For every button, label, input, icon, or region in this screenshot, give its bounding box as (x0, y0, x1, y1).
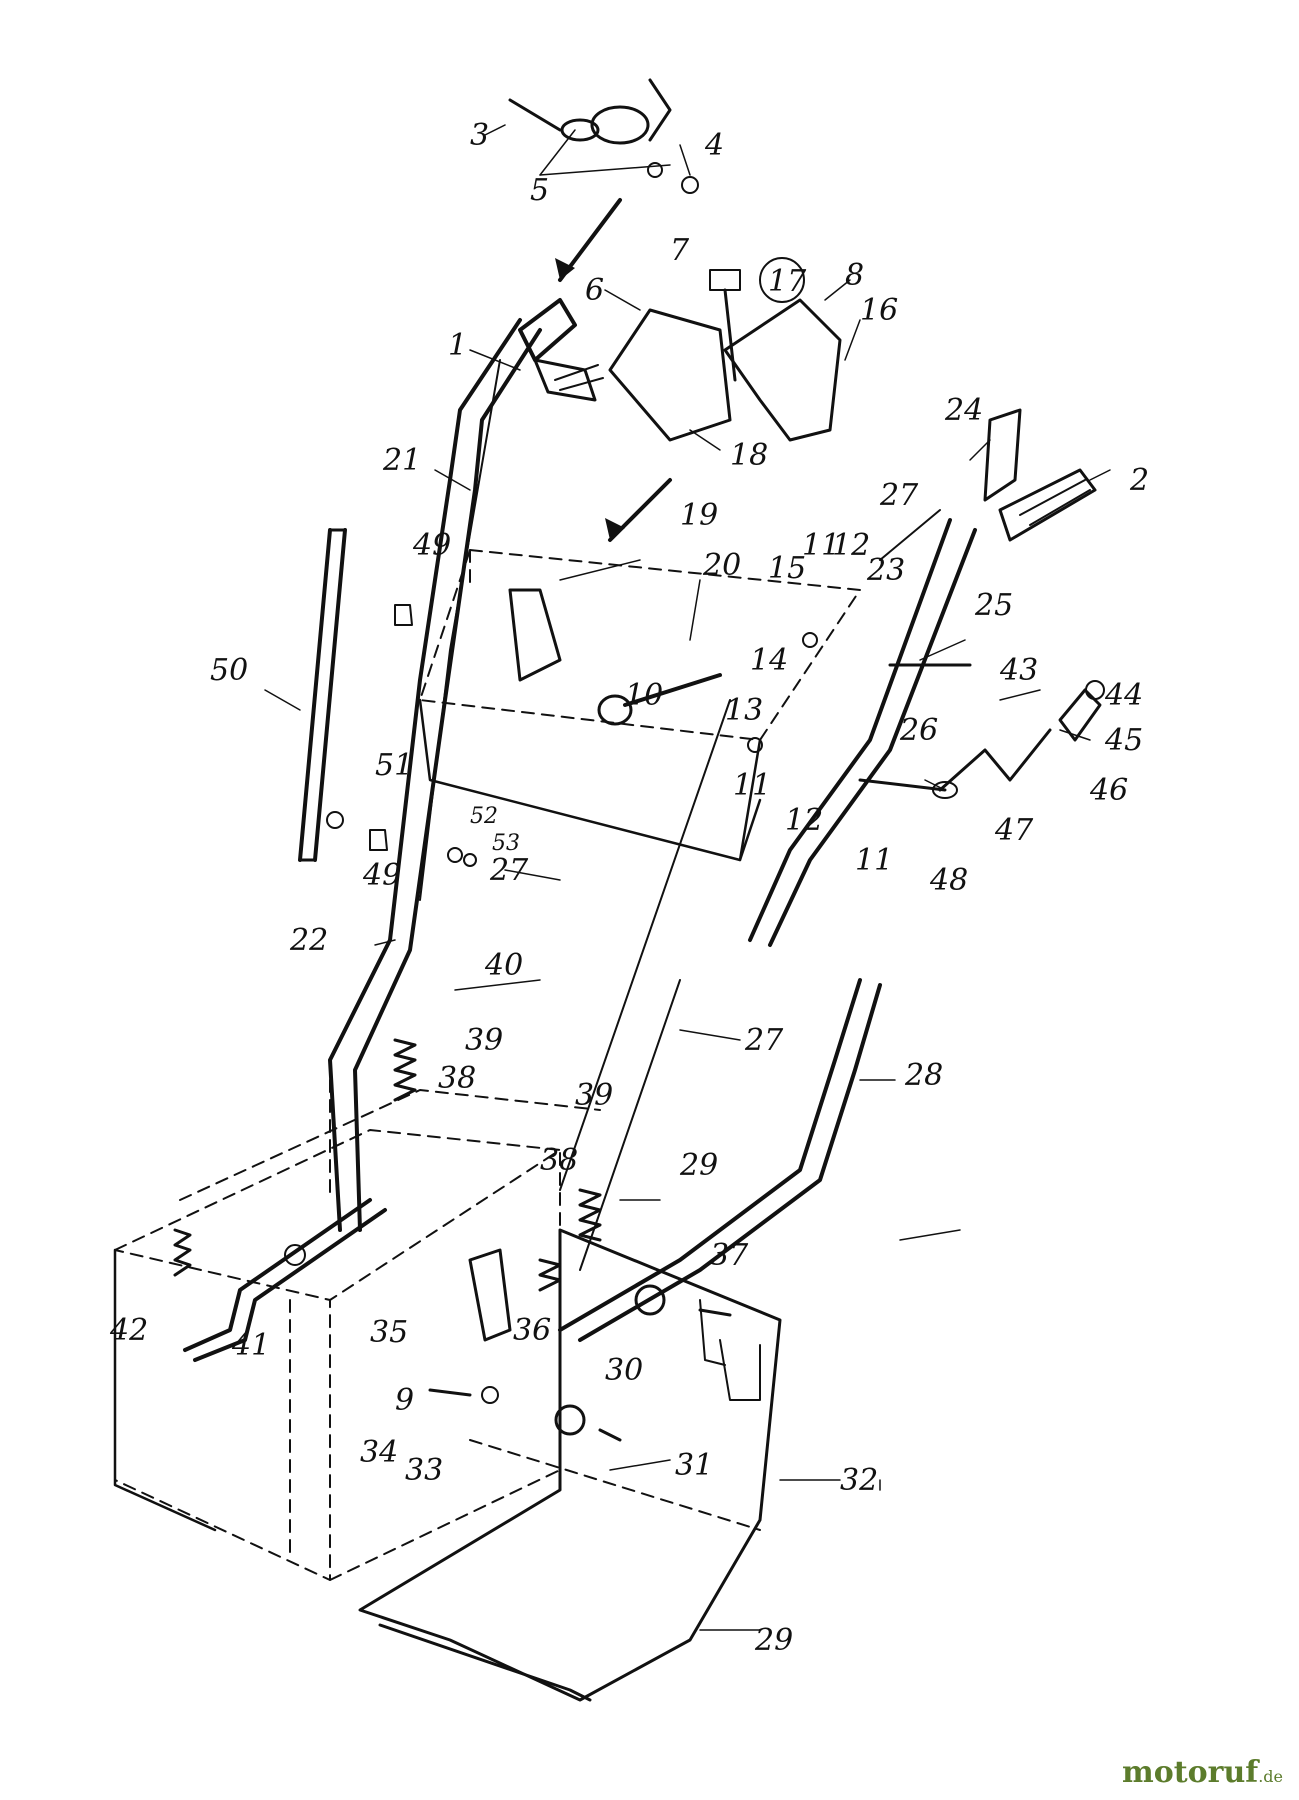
part-label: 3 (470, 118, 489, 153)
part-label: 1 (448, 328, 467, 363)
springs (173, 1038, 602, 1292)
part-label: 5 (530, 173, 549, 208)
part-label: 44 (1104, 678, 1143, 713)
part-label: 32 (840, 1463, 878, 1498)
linkage-arms (183, 1198, 387, 1362)
hardware (326, 604, 818, 867)
circled-label-ring (759, 257, 805, 303)
part-label: 28 (904, 1058, 943, 1093)
part-label: 4 (704, 128, 724, 163)
part-label: 41 (231, 1328, 270, 1363)
part-label: 49 (412, 528, 451, 563)
part-label: 43 (999, 653, 1038, 688)
part-label: 38 (540, 1143, 578, 1178)
part-label: 48 (929, 863, 968, 898)
part-label: 45 (1104, 723, 1143, 758)
part-label: 47 (994, 813, 1034, 848)
part-label: 18 (730, 438, 768, 473)
arrow-head-icon (555, 258, 575, 280)
part-label: 26 (899, 713, 938, 748)
part-label: 23 (866, 553, 905, 588)
part-label: 17 (768, 264, 807, 299)
part-number-labels: 1 2 3 4 5 6 7 8 16 17 18 19 20 21 22 23 … (109, 118, 1149, 1658)
part-label: 11 (733, 768, 771, 803)
part-label: 16 (860, 293, 898, 328)
part-label: 15 (768, 551, 806, 586)
watermark-logo: motoruf.de (1122, 1755, 1283, 1790)
part-label: 11 (802, 528, 840, 563)
part-label: 30 (605, 1353, 643, 1388)
part-label: 39 (465, 1023, 503, 1058)
part-label: 42 (109, 1313, 148, 1348)
part-label: 9 (395, 1383, 414, 1418)
part-label: 53 (492, 831, 520, 856)
part-label: 29 (754, 1623, 793, 1658)
part-label: 14 (750, 643, 788, 678)
part-label: 51 (375, 748, 413, 783)
shift-lever (508, 588, 722, 726)
part-label: 22 (289, 923, 328, 958)
part-label: 31 (675, 1448, 713, 1483)
base-plate (358, 1228, 782, 1702)
right-handle-bar (558, 408, 1097, 1342)
arrow-head-icon (605, 518, 625, 540)
lower-bracket (428, 1248, 732, 1442)
part-label: 39 (575, 1078, 613, 1113)
part-label: 49 (362, 858, 401, 893)
part-label: 10 (625, 678, 663, 713)
part-label: 34 (360, 1435, 398, 1470)
leader-lines (264, 124, 1111, 1631)
part-label: 50 (210, 653, 248, 688)
part-label: 19 (680, 498, 718, 533)
watermark-text: motoruf (1122, 1755, 1259, 1790)
part-label: 8 (845, 258, 864, 293)
part-label: 12 (832, 528, 870, 563)
part-label: 46 (1089, 773, 1128, 808)
part-label: 37 (710, 1238, 749, 1273)
part-label: 33 (405, 1453, 443, 1488)
watermark-tld: .de (1258, 1767, 1283, 1786)
part-label: 36 (513, 1313, 551, 1348)
part-label: 24 (944, 393, 983, 428)
side-rod (858, 663, 1105, 799)
control-cables (419, 359, 941, 1271)
pointer-arrows (555, 198, 672, 542)
part-label: 29 (679, 1148, 718, 1183)
part-label: 40 (484, 948, 523, 983)
top-knob-assembly (508, 78, 699, 194)
part-label: 27 (744, 1023, 784, 1058)
rod (298, 528, 347, 862)
part-label: 13 (725, 693, 763, 728)
part-label: 25 (974, 588, 1013, 623)
part-label: 11 (855, 843, 893, 878)
part-label: 35 (370, 1315, 408, 1350)
part-label: 27 (489, 853, 529, 888)
part-label: 12 (785, 803, 823, 838)
part-label: 38 (438, 1061, 476, 1096)
part-label: 2 (1129, 463, 1149, 498)
control-box (608, 269, 842, 442)
part-label: 52 (470, 804, 498, 829)
part-label: 21 (382, 443, 421, 478)
part-label: 27 (879, 478, 919, 513)
part-label: 20 (702, 548, 741, 583)
part-label: 6 (585, 273, 604, 308)
part-label: 7 (670, 233, 690, 268)
